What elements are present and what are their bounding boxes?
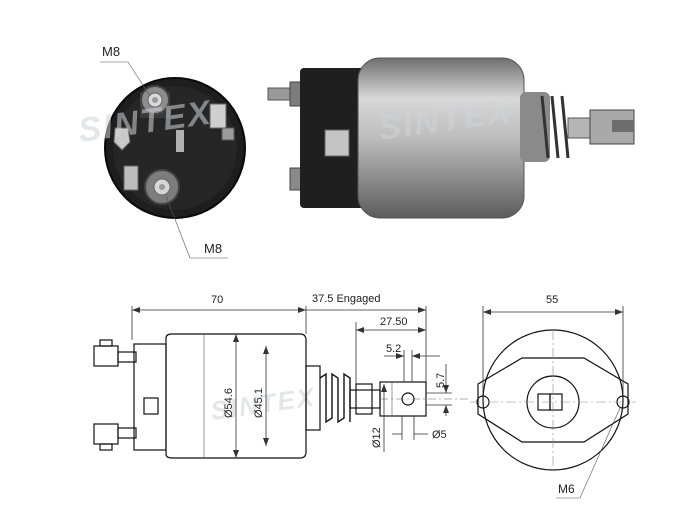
dim-plunger-length: [355, 322, 426, 384]
slot-width-label: 5.2: [386, 343, 401, 355]
side-view-photo: [267, 57, 635, 219]
pin-diameter-label: Ø5: [432, 429, 447, 441]
end-view-photo: [104, 77, 246, 219]
slot-height-label: 5.7: [435, 373, 447, 388]
plunger-diameter-label: Ø12: [371, 427, 383, 448]
dim-slot-width: [384, 350, 440, 382]
bottom-thread-label: M8: [204, 241, 222, 256]
engaged-label: 37.5 Engaged: [312, 293, 381, 305]
plunger-length-label: 27.50: [380, 316, 408, 328]
dim-slot-height: [426, 364, 452, 416]
top-thread-leader: [100, 61, 151, 97]
dim-pin-diameter: [392, 416, 428, 440]
dim-flange-width: [482, 306, 624, 394]
side-view-outline: [93, 333, 470, 459]
mount-thread-label: M6: [558, 482, 575, 496]
overall-length-label: 70: [211, 294, 223, 306]
dim-body-diameters: [233, 334, 269, 458]
end-view-outline: [470, 329, 636, 474]
top-thread-label: M8: [102, 44, 120, 59]
flange-width-label: 55: [546, 294, 558, 306]
bottom-thread-leader: [165, 195, 228, 259]
dim-engaged: [306, 306, 427, 382]
dim-overall-length: [131, 306, 307, 340]
mount-thread-leader: [556, 407, 621, 499]
inner-diameter-label: Ø45.1: [253, 388, 265, 418]
body-diameter-label: Ø54.6: [223, 388, 235, 418]
dim-plunger-diameter: [381, 384, 387, 452]
